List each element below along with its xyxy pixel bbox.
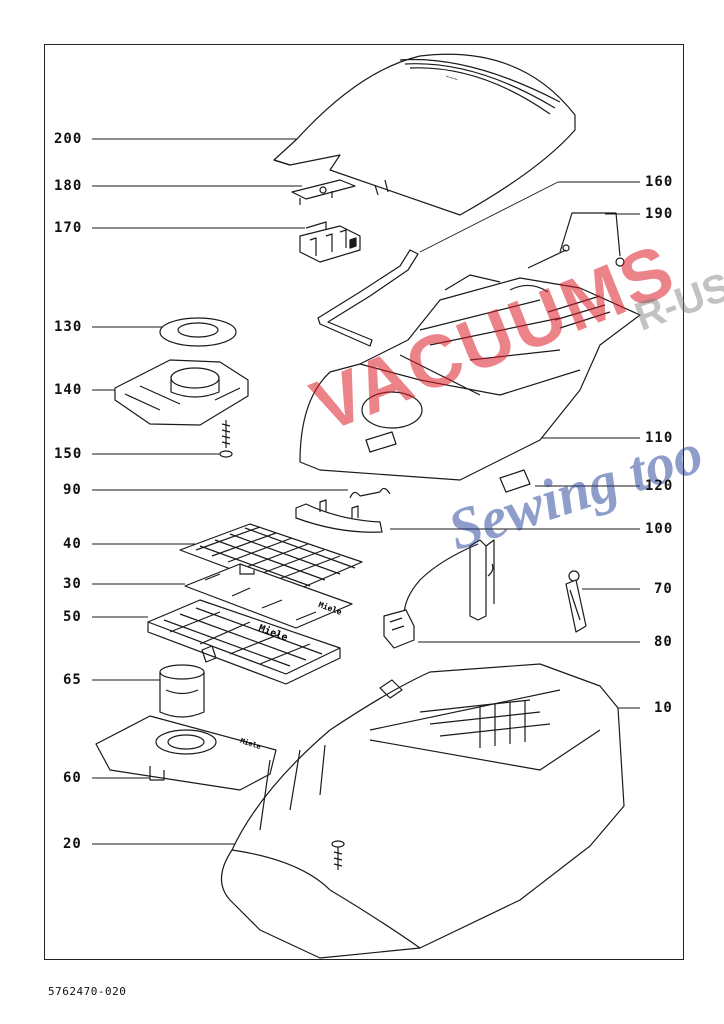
- part-130-ring: [159, 317, 237, 347]
- callout-40: 40: [63, 536, 82, 552]
- part-60-plate: [95, 715, 277, 791]
- callout-150: 150: [54, 446, 83, 462]
- callout-110: 110: [645, 430, 674, 446]
- part-150-screw: [219, 420, 233, 458]
- part-10-base: [220, 663, 625, 959]
- callout-10: 10: [654, 700, 673, 716]
- leader-lines: [92, 138, 640, 845]
- callout-20: 20: [63, 836, 82, 852]
- part-180-plate: [291, 179, 356, 205]
- callout-60: 60: [63, 770, 82, 786]
- callout-90: 90: [63, 482, 82, 498]
- part-30-plate: [184, 563, 353, 629]
- callout-190: 190: [645, 206, 674, 222]
- callout-130: 130: [54, 319, 83, 335]
- callout-180: 180: [54, 178, 83, 194]
- callout-65: 65: [63, 672, 82, 688]
- callout-100: 100: [645, 521, 674, 537]
- callout-70: 70: [654, 581, 673, 597]
- callout-80: 80: [654, 634, 673, 650]
- part-90-clip: [349, 487, 391, 499]
- callout-120: 120: [645, 478, 674, 494]
- part-120-cover: [499, 469, 531, 493]
- part-20-screw: [331, 840, 345, 870]
- callout-170: 170: [54, 220, 83, 236]
- part-100-bar: [295, 499, 383, 533]
- document-number: 5762470-020: [48, 985, 127, 998]
- part-200-lid: ~~~: [273, 53, 576, 216]
- part-65-cylinder: [159, 664, 205, 718]
- part-140-holder: [114, 359, 249, 426]
- part-160-rod: [317, 249, 419, 347]
- part-50-filter: [147, 599, 341, 685]
- part-170-switch: [299, 221, 361, 263]
- part-110-housing: [299, 274, 641, 481]
- part-190-wire: [527, 212, 625, 269]
- callout-200: 200: [54, 131, 83, 147]
- part-40-grid: [179, 523, 363, 593]
- callout-140: 140: [54, 382, 83, 398]
- drawing-frame: [44, 44, 684, 960]
- svg-text:~~~: ~~~: [444, 72, 459, 84]
- callout-50: 50: [63, 609, 82, 625]
- callout-160: 160: [645, 174, 674, 190]
- callout-30: 30: [63, 576, 82, 592]
- part-80-cable: [383, 539, 495, 649]
- part-70-clip: [565, 570, 587, 633]
